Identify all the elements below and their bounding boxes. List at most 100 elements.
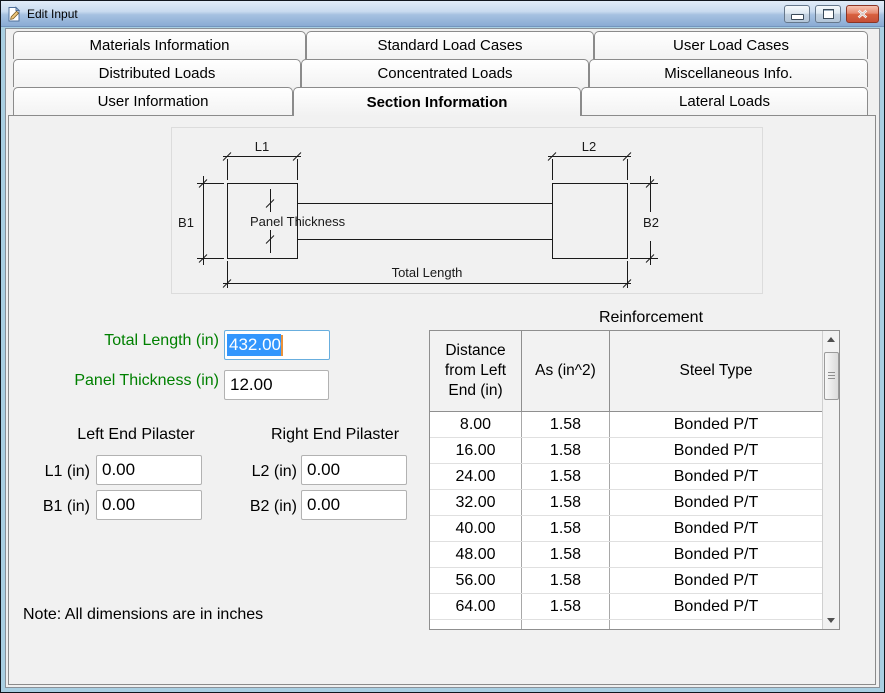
tab-row-2: Distributed Loads Concentrated Loads Mis… [13, 59, 868, 87]
cell-as[interactable]: 1.58 [522, 542, 610, 567]
cell-steel-type[interactable]: Bonded P/T [673, 571, 759, 589]
cell-as[interactable]: 1.58 [522, 490, 610, 515]
tab-lateral-loads[interactable]: Lateral Loads [581, 87, 868, 115]
l1-label: L1 (in) [44, 463, 90, 480]
cell-as[interactable]: 1.58 [522, 594, 610, 619]
left-pilaster-shape [227, 183, 298, 259]
table-row[interactable]: 32.00 1.58 Bonded P/T [430, 490, 822, 516]
cell-steel-type[interactable]: Bonded P/T [673, 493, 759, 511]
right-pilaster-shape [552, 183, 628, 259]
b2-input[interactable]: 0.00 [301, 490, 407, 520]
tab-row-1: Materials Information Standard Load Case… [13, 31, 868, 59]
arrow-up-icon [827, 337, 835, 342]
cell-as[interactable]: 1.58 [522, 412, 610, 437]
cell-distance[interactable]: 48.00 [430, 542, 522, 567]
col-header-distance: Distance from Left End (in) [430, 331, 522, 411]
close-icon [857, 9, 868, 18]
dialog-client-area: Materials Information Standard Load Case… [5, 28, 880, 688]
cell-distance[interactable]: 32.00 [430, 490, 522, 515]
dim-label-panel-thickness: Panel Thickness [250, 214, 346, 229]
thumb-grip-icon [827, 372, 835, 380]
table-row[interactable]: 16.00 1.58 Bonded P/T [430, 438, 822, 464]
cell-as[interactable]: 1.58 [522, 438, 610, 463]
cell-steel-type[interactable]: Bonded P/T [673, 545, 759, 563]
cell-distance[interactable]: 8.00 [430, 412, 522, 437]
cell-steel-type[interactable]: Bonded P/T [673, 441, 759, 459]
table-scrollbar[interactable] [822, 331, 839, 629]
right-pilaster-heading: Right End Pilaster [270, 426, 400, 443]
cell-steel-type[interactable]: Bonded P/T [673, 519, 759, 537]
table-row[interactable]: 24.00 1.58 Bonded P/T [430, 464, 822, 490]
table-row[interactable]: 8.00 1.58 Bonded P/T [430, 412, 822, 438]
tab-section-information[interactable]: Section Information [293, 87, 581, 116]
panel-section-drawing: L1 L2 B1 B2 Panel Thickness Total Length [178, 139, 659, 288]
minimize-button[interactable] [784, 4, 810, 23]
input-text: 0.00 [307, 460, 341, 479]
dim-label-l1: L1 [255, 139, 269, 154]
input-text: 0.00 [102, 495, 136, 514]
tab-concentrated-loads[interactable]: Concentrated Loads [301, 59, 589, 87]
reinforcement-table: Distance from Left End (in) As (in^2) St… [429, 330, 840, 630]
cell-distance[interactable]: 40.00 [430, 516, 522, 541]
b2-label: B2 (in) [249, 498, 297, 515]
tab-materials-information[interactable]: Materials Information [13, 31, 306, 59]
tab-label: Miscellaneous Info. [664, 65, 793, 82]
cell-distance[interactable]: 56.00 [430, 568, 522, 593]
minimize-icon [790, 13, 804, 20]
title-bar[interactable]: Edit Input [1, 1, 884, 27]
close-button[interactable] [846, 4, 879, 23]
selected-input-text: 432.00 [227, 334, 281, 356]
tab-row-3: User Information Section Information Lat… [13, 87, 868, 116]
tab-label: Distributed Loads [98, 65, 216, 82]
cell-distance[interactable]: 64.00 [430, 594, 522, 619]
cell-steel-type[interactable]: Bonded P/T [673, 467, 759, 485]
scroll-down-button[interactable] [823, 612, 839, 629]
tab-label: Lateral Loads [679, 93, 770, 110]
left-pilaster-heading: Left End Pilaster [77, 426, 195, 443]
l1-input[interactable]: 0.00 [96, 455, 202, 485]
table-row[interactable]: 48.00 1.58 Bonded P/T [430, 542, 822, 568]
cell-steel-type[interactable]: Bonded P/T [673, 597, 759, 615]
cell-as[interactable]: 1.58 [522, 464, 610, 489]
col-header-steel-type: Steel Type [679, 361, 753, 379]
table-row-partial[interactable] [430, 620, 822, 629]
section-diagram: L1 L2 B1 B2 Panel Thickness Total Length [171, 127, 763, 294]
cell-steel-type[interactable]: Bonded P/T [673, 415, 759, 433]
maximize-button[interactable] [815, 4, 841, 23]
scrollbar-thumb[interactable] [823, 352, 839, 400]
tab-user-information[interactable]: User Information [13, 87, 293, 115]
input-text: 0.00 [307, 495, 341, 514]
cell-distance[interactable]: 16.00 [430, 438, 522, 463]
tab-miscellaneous-info[interactable]: Miscellaneous Info. [589, 59, 868, 87]
l2-label: L2 (in) [251, 463, 297, 480]
cell-as[interactable]: 1.58 [522, 516, 610, 541]
cell-distance[interactable]: 24.00 [430, 464, 522, 489]
dim-label-b2: B2 [643, 215, 659, 230]
table-row[interactable]: 64.00 1.58 Bonded P/T [430, 594, 822, 620]
tab-standard-load-cases[interactable]: Standard Load Cases [306, 31, 594, 59]
b1-input[interactable]: 0.00 [96, 490, 202, 520]
reinforcement-title: Reinforcement [598, 309, 704, 326]
table-row[interactable]: 40.00 1.58 Bonded P/T [430, 516, 822, 542]
tab-label: Section Information [366, 93, 508, 111]
tab-label: User Information [97, 93, 209, 110]
tab-label: User Load Cases [673, 37, 789, 54]
tab-user-load-cases[interactable]: User Load Cases [594, 31, 868, 59]
panel-thickness-input[interactable]: 12.00 [224, 370, 329, 400]
tab-label: Concentrated Loads [377, 65, 513, 82]
text-caret [281, 334, 283, 356]
total-length-label: Total Length (in) [104, 332, 219, 349]
tab-distributed-loads[interactable]: Distributed Loads [13, 59, 301, 87]
table-header-row: Distance from Left End (in) As (in^2) St… [430, 331, 822, 412]
total-length-input[interactable]: 432.00 [224, 330, 330, 360]
col-header-as: As (in^2) [522, 331, 610, 411]
edit-document-icon [8, 5, 21, 21]
scroll-up-button[interactable] [823, 331, 839, 348]
table-row[interactable]: 56.00 1.58 Bonded P/T [430, 568, 822, 594]
l2-input[interactable]: 0.00 [301, 455, 407, 485]
maximize-icon [822, 8, 834, 19]
input-text: 12.00 [230, 375, 273, 394]
cell-as[interactable]: 1.58 [522, 568, 610, 593]
dimensions-note: Note: All dimensions are in inches [23, 606, 264, 623]
